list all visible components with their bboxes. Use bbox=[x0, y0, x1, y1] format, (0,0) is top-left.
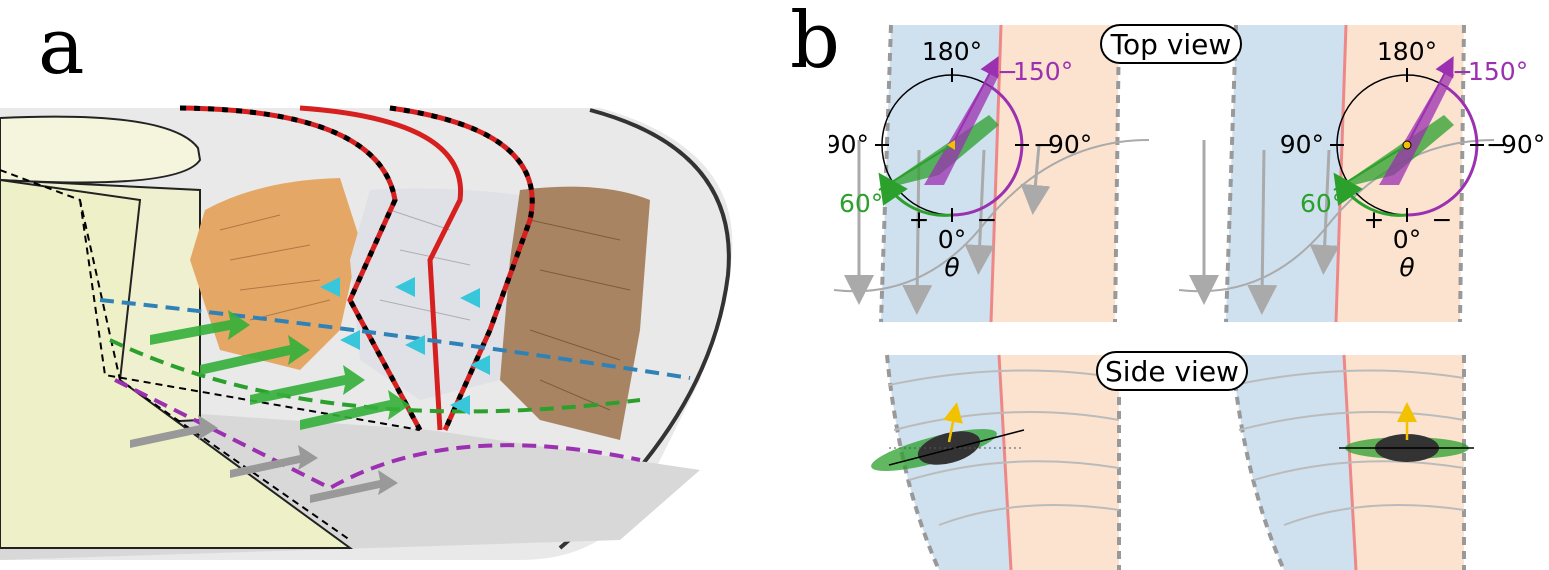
wall-right bbox=[1458, 24, 1466, 323]
yellow-marker bbox=[947, 140, 955, 150]
inner-cylinder-top bbox=[0, 115, 202, 184]
green-arc bbox=[1333, 172, 1408, 217]
label-180: 180° bbox=[922, 37, 982, 66]
side-view-label: Side view bbox=[1096, 351, 1248, 391]
purple-arc bbox=[951, 85, 1024, 217]
panel-a-letter: a bbox=[38, 2, 85, 92]
grey-arrow bbox=[310, 470, 398, 503]
panel-b-letter: b bbox=[790, 0, 840, 86]
label-theta: θ bbox=[944, 253, 959, 282]
top-view-left: 180° 90° − 90° 0° θ + − − 150° 60° bbox=[829, 24, 1150, 323]
purple-arc bbox=[1406, 85, 1479, 217]
red-streamline-2 bbox=[299, 105, 464, 431]
cyan-arrow bbox=[450, 395, 470, 415]
label-180: 180° bbox=[1377, 37, 1437, 66]
yellow-marker bbox=[1402, 140, 1412, 150]
green-dashed-line bbox=[109, 338, 641, 414]
purple-dashed-line bbox=[114, 378, 641, 491]
cyan-arrow bbox=[340, 330, 360, 350]
green-arrow bbox=[150, 310, 250, 345]
label-plus: + bbox=[1364, 205, 1385, 234]
label-minus-sign-right: − bbox=[1486, 130, 1507, 159]
wall-right bbox=[1113, 24, 1121, 323]
cyan-arrow bbox=[395, 277, 415, 297]
label-90-right: 90° bbox=[1048, 130, 1092, 159]
label-0: 0° bbox=[1393, 225, 1421, 254]
label-theta: θ bbox=[1399, 253, 1414, 282]
green-arrow bbox=[200, 335, 310, 375]
label-60: 60° bbox=[1300, 189, 1344, 218]
panel-b-diagram: 180° 90° − 90° 0° θ + − − 150° 60° bbox=[829, 24, 1545, 570]
red-streamline-3-dash bbox=[389, 105, 535, 432]
orange-region bbox=[991, 25, 1119, 322]
green-arrow bbox=[300, 390, 410, 430]
grey-arrow bbox=[230, 445, 318, 478]
grey-arrow bbox=[130, 415, 218, 448]
wall-left bbox=[879, 24, 893, 323]
green-arrow bbox=[250, 365, 365, 405]
label-minus-150: − bbox=[997, 57, 1018, 86]
brown-particles bbox=[500, 186, 650, 440]
label-90-left: 90° bbox=[829, 130, 869, 159]
side-view-right bbox=[1230, 354, 1474, 570]
side-view-left bbox=[871, 354, 1121, 570]
label-0: 0° bbox=[938, 225, 966, 254]
label-90-right: 90° bbox=[1501, 130, 1545, 159]
label-minus-150: − bbox=[1452, 57, 1473, 86]
top-view-right: 180° 90° − 90° 0° θ + − − 150° 60° bbox=[1178, 24, 1545, 323]
panel-a-illustration bbox=[0, 105, 733, 560]
inner-cylinder-front bbox=[0, 178, 354, 549]
cyan-arrow bbox=[320, 277, 340, 297]
wall-left bbox=[1224, 24, 1238, 323]
cyan-arrow bbox=[470, 355, 490, 375]
label-minus: − bbox=[977, 205, 998, 234]
blue-dashed-line bbox=[99, 298, 691, 380]
label-minus: − bbox=[1432, 205, 1453, 234]
label-150: 150° bbox=[1013, 57, 1073, 86]
dashed-outline bbox=[0, 169, 421, 541]
blue-region bbox=[1232, 355, 1356, 570]
cyan-arrow bbox=[460, 288, 480, 308]
red-streamline-1-dash bbox=[179, 105, 423, 432]
label-90-left: 90° bbox=[1280, 130, 1324, 159]
cyan-arrow bbox=[405, 335, 425, 355]
label-150: 150° bbox=[1468, 57, 1528, 86]
top-view-label: Top view bbox=[1100, 24, 1242, 64]
label-60: 60° bbox=[839, 189, 883, 218]
label-minus-sign-right: − bbox=[1033, 130, 1054, 159]
green-arc bbox=[878, 172, 953, 217]
label-plus: + bbox=[909, 205, 930, 234]
